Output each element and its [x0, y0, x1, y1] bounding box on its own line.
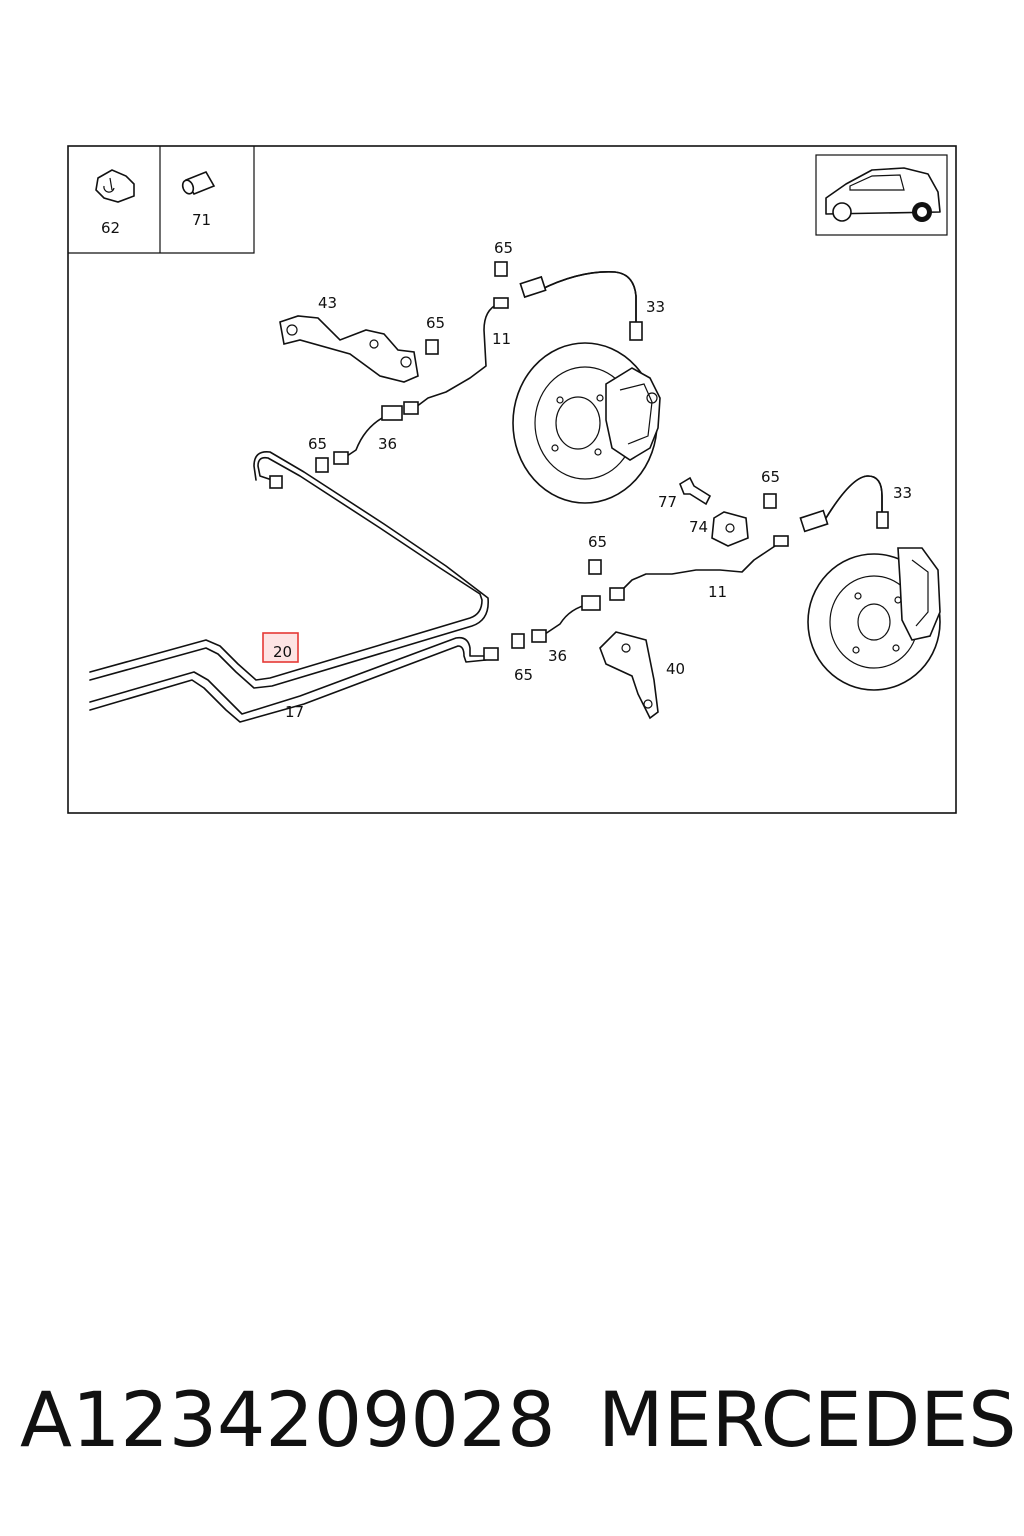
sleeve-part-icon — [181, 170, 216, 196]
callout-36: 36 — [378, 435, 397, 453]
callout-65: 65 — [588, 533, 607, 551]
parts-diagram: 62 71 65 43 65 11 33 65 36 77 65 74 33 6… — [67, 145, 957, 814]
rear-brake-line-11 — [609, 535, 789, 601]
callout-65: 65 — [426, 314, 445, 332]
bracket-40 — [599, 631, 659, 720]
callout-74: 74 — [689, 518, 708, 536]
callout-17: 17 — [285, 703, 304, 721]
brake-line-17 — [89, 636, 499, 723]
brand-name: MERCEDES — [598, 1375, 1017, 1464]
bracket-43 — [279, 315, 419, 383]
callout-65: 65 — [514, 666, 533, 684]
clip-part-icon — [95, 169, 135, 203]
clip-65 — [315, 261, 777, 649]
callout-20: 20 — [273, 643, 292, 661]
front-brake-hose — [519, 271, 643, 341]
callout-33: 33 — [893, 484, 912, 502]
callout-77: 77 — [658, 493, 677, 511]
callout-33: 33 — [646, 298, 665, 316]
callout-40: 40 — [666, 660, 685, 678]
callout-71: 71 — [192, 211, 211, 229]
front-brake-line-11 — [403, 297, 509, 415]
callout-11: 11 — [492, 330, 511, 348]
rear-brake-line-36 — [531, 595, 601, 643]
bracket-74 — [711, 511, 749, 547]
vehicle-orientation-icon — [815, 154, 948, 236]
part-number: A1234209028 — [20, 1375, 556, 1464]
callout-36: 36 — [548, 647, 567, 665]
highlight-box-20 — [262, 632, 299, 663]
footer: A1234209028 MERCEDES — [0, 1365, 1024, 1475]
bolt-77 — [679, 476, 712, 506]
inset-parts-box — [68, 146, 255, 254]
front-brake-line-36 — [333, 405, 403, 465]
brake-line-20 — [89, 450, 489, 689]
diagram-frame — [67, 145, 957, 814]
front-caliper — [605, 367, 661, 461]
callout-62: 62 — [101, 219, 120, 237]
callout-65: 65 — [761, 468, 780, 486]
callout-65: 65 — [494, 239, 513, 257]
callout-43: 43 — [318, 294, 337, 312]
rear-caliper — [897, 547, 941, 641]
rear-brake-hose — [799, 475, 889, 533]
callout-11: 11 — [708, 583, 727, 601]
callout-65: 65 — [308, 435, 327, 453]
